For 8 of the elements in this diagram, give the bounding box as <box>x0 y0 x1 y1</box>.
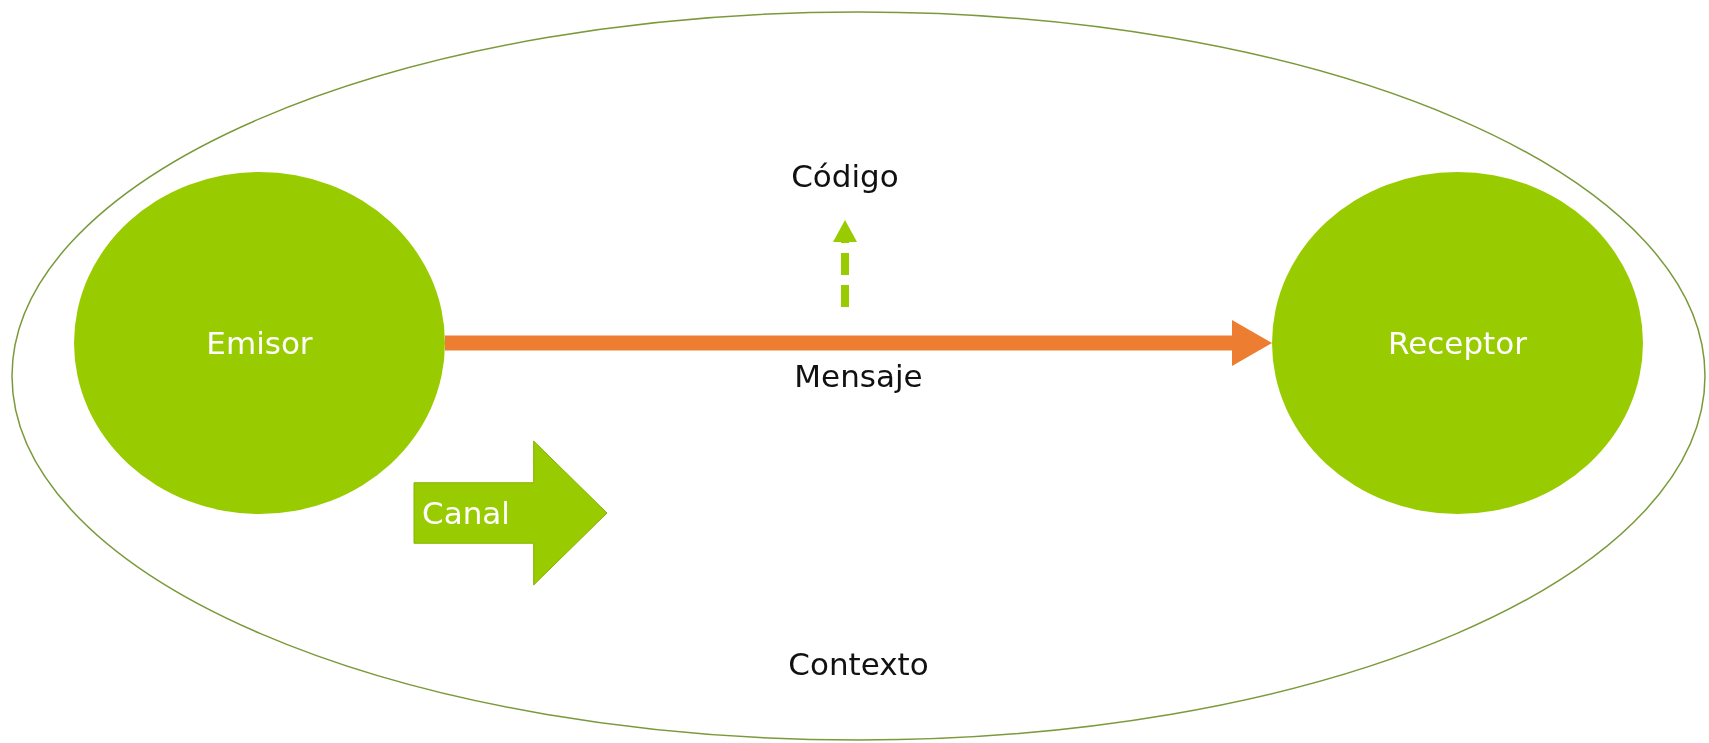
node-text: Receptor <box>1388 325 1527 361</box>
arrow <box>445 320 1272 366</box>
node-text: Emisor <box>206 325 313 361</box>
node-text: Canal <box>422 495 510 531</box>
node-text: Contexto <box>788 646 929 682</box>
node-text: Código <box>791 158 899 194</box>
context-ellipse <box>11 11 1706 741</box>
block-arrow <box>414 441 607 585</box>
